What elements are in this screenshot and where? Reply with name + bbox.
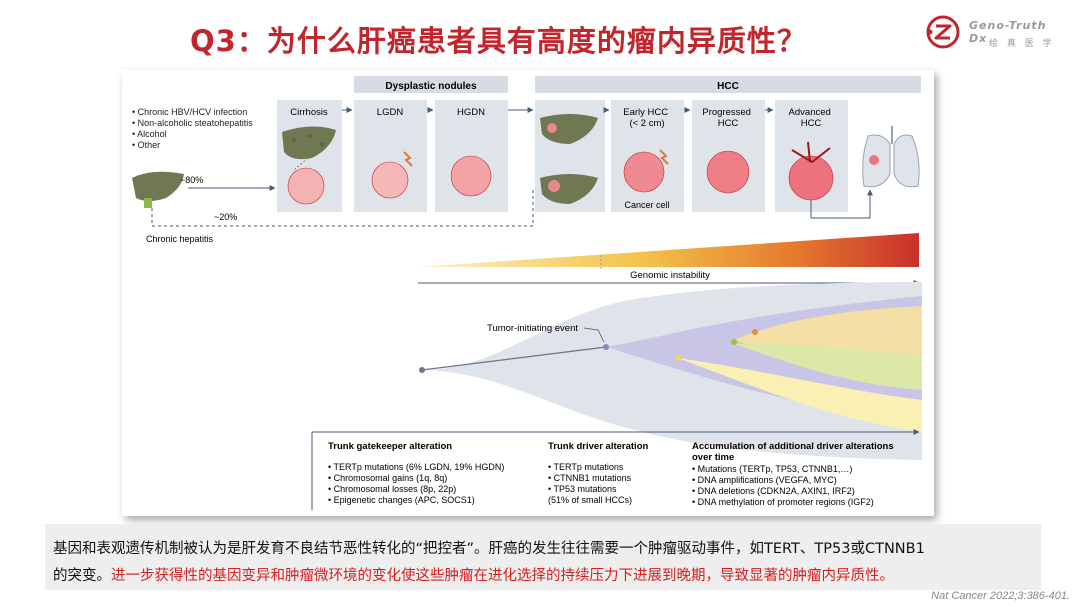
caption-line-2-red: 进一步获得性的基因变异和肿瘤微环境的变化使这些肿瘤在进化选择的持续压力下进展到晚…: [111, 568, 894, 584]
branch-point-orange: [752, 329, 758, 335]
origin-point: [419, 367, 425, 373]
cirrhosis-label: Cirrhosis: [290, 107, 328, 118]
risk-factor-list: • Chronic HBV/HCV infection • Non-alcoho…: [132, 107, 255, 150]
hcc-label: HCC: [717, 81, 739, 92]
caption-box: 基因和表观遗传机制被认为是肝发育不良结节恶性转化的“把控者”。肝癌的发生往往需要…: [45, 524, 1041, 590]
branch-point-green: [731, 339, 737, 345]
lgdn-label: LGDN: [377, 107, 404, 118]
lung-metastasis-icon: [810, 126, 920, 219]
lgdn-nodule-icon: [371, 151, 413, 199]
tumor-initiating-event-label: Tumor-initiating event: [487, 323, 578, 334]
percent-80-label: ~80%: [180, 175, 203, 185]
caption-line-2: 的突变。进一步获得性的基因变异和肿瘤微环境的变化使这些肿瘤在进化选择的持续压力下…: [53, 564, 894, 585]
risk-factor: • Alcohol: [132, 129, 167, 139]
percent-20-label: ~20%: [214, 212, 237, 222]
hcc-evolution-figure: Dysplastic nodules HCC • Chronic HBV/HCV…: [122, 70, 934, 516]
logo-name: Geno-Truth Dx: [969, 19, 1047, 45]
early-liver-icons: [540, 114, 598, 204]
caption-line-2-black: 的突变。: [53, 568, 111, 584]
trunk-line: [421, 346, 607, 371]
progressed-hcc-label: Progressed HCC: [702, 107, 753, 129]
trunk-gatekeeper-heading: Trunk gatekeeper alteration: [328, 441, 452, 452]
citation: Nat Cancer 2022;3:386-401.: [931, 590, 1070, 602]
risk-factor: • Chronic HBV/HCV infection: [132, 107, 247, 117]
risk-factor: • Non-alcoholic steatohepatitis: [132, 118, 253, 128]
genomic-instability-label: Genomic instability: [630, 270, 710, 281]
liver-icon: [132, 171, 184, 208]
trunk-driver-list: • TERTp mutations • CTNNB1 mutations • T…: [548, 462, 634, 505]
branch-point-yellow: [675, 355, 681, 361]
cancer-cell-label: Cancer cell: [624, 200, 669, 210]
cirrhotic-liver-icon: [282, 126, 336, 205]
subclone-green: [734, 343, 922, 390]
risk-factor: • Other: [132, 140, 160, 150]
hcc-header: [535, 76, 921, 93]
logo-chinese-name: 绘 真 医 学: [989, 39, 1055, 49]
progressed-hcc-nodule-icon: [706, 150, 750, 194]
advanced-hcc-label: Advanced HCC: [789, 107, 834, 129]
hgdn-label: HGDN: [457, 107, 485, 118]
accumulation-list: • Mutations (TERTp, TP53, CTNNB1,…) • DN…: [692, 464, 874, 507]
trunk-driver-heading: Trunk driver alteration: [548, 441, 649, 452]
logo-icon: [926, 15, 960, 49]
early-hcc-label: Early HCC (< 2 cm): [623, 107, 671, 129]
caption-line-1: 基因和表观遗传机制被认为是肝发育不良结节恶性转化的“把控者”。肝癌的发生往往需要…: [53, 541, 925, 557]
dysplastic-label: Dysplastic nodules: [385, 81, 477, 92]
early-hcc-nodule-icon: [623, 149, 669, 193]
company-logo: Geno-Truth Dx 绘 真 医 学: [925, 14, 1065, 54]
page-title: Q3：为什么肝癌患者具有高度的瘤内异质性？: [190, 24, 807, 58]
tumor-initiating-point: [603, 344, 609, 350]
trunk-gatekeeper-list: • TERTp mutations (6% LGDN, 19% HGDN) • …: [328, 462, 507, 505]
dysplastic-header: [354, 76, 508, 93]
accumulation-heading: Accumulation of additional driver altera…: [692, 441, 896, 463]
dashed-path-direct-hcc: [151, 190, 534, 227]
genomic-instability-wedge: [418, 233, 919, 267]
hgdn-nodule-icon: [450, 155, 492, 197]
chronic-hepatitis-label: Chronic hepatitis: [146, 234, 214, 244]
subclone-yellow: [678, 358, 922, 432]
